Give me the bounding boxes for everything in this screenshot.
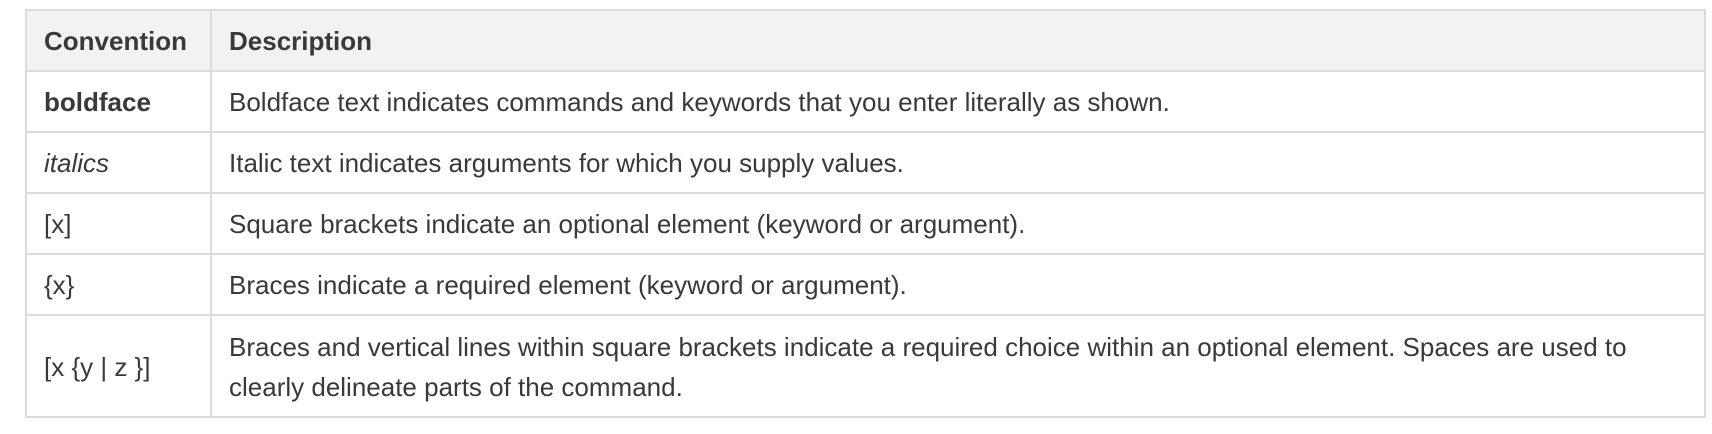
convention-cell-boldface: boldface — [25, 70, 212, 133]
description-cell: Square brackets indicate an optional ele… — [210, 192, 1706, 255]
description-cell: Braces indicate a required element (keyw… — [210, 253, 1706, 316]
table-row: [x] Square brackets indicate an optional… — [25, 192, 1706, 255]
conventions-table-container: Convention Description boldface Boldface… — [25, 9, 1706, 418]
table-body: boldface Boldface text indicates command… — [25, 70, 1706, 418]
table-row: boldface Boldface text indicates command… — [25, 70, 1706, 133]
table-row: {x} Braces indicate a required element (… — [25, 253, 1706, 316]
conventions-table: Convention Description boldface Boldface… — [25, 9, 1706, 418]
convention-cell-choice: [x {y | z }] — [25, 314, 212, 418]
table-row: [x {y | z }] Braces and vertical lines w… — [25, 314, 1706, 418]
column-header-convention: Convention — [25, 9, 212, 72]
convention-cell-braces: {x} — [25, 253, 212, 316]
header-row: Convention Description — [25, 9, 1706, 72]
description-cell: Braces and vertical lines within square … — [210, 314, 1706, 418]
column-header-description: Description — [210, 9, 1706, 72]
table-row: italics Italic text indicates arguments … — [25, 131, 1706, 194]
description-cell: Italic text indicates arguments for whic… — [210, 131, 1706, 194]
convention-cell-square-brackets: [x] — [25, 192, 212, 255]
table-header: Convention Description — [25, 9, 1706, 72]
description-cell: Boldface text indicates commands and key… — [210, 70, 1706, 133]
convention-cell-italics: italics — [25, 131, 212, 194]
